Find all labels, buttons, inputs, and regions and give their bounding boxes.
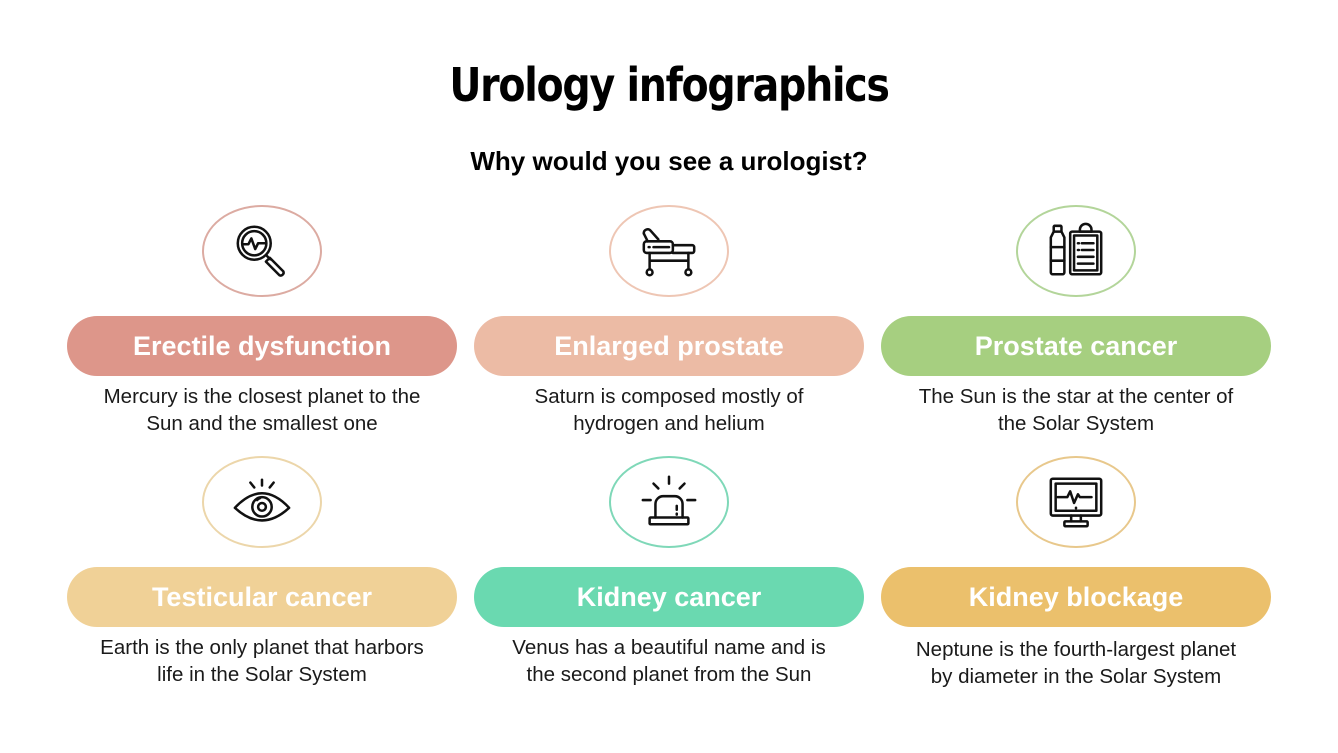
icon-frame [1016, 456, 1136, 548]
icon-frame [202, 456, 322, 548]
condition-label: Erectile dysfunction [67, 316, 457, 376]
condition-label: Prostate cancer [881, 316, 1271, 376]
condition-label: Kidney blockage [881, 567, 1271, 627]
condition-label: Testicular cancer [67, 567, 457, 627]
alarm-siren-icon [641, 475, 697, 526]
hospital-bed-icon [642, 228, 696, 277]
bottle-clipboard-icon [1049, 222, 1103, 276]
condition-description: Saturn is composed mostly of hydrogen an… [534, 385, 804, 435]
condition-label: Kidney cancer [474, 567, 864, 627]
condition-label: Enlarged prostate [474, 316, 864, 376]
condition-description: Mercury is the closest planet to the Sun… [103, 385, 421, 435]
icon-frame [609, 205, 729, 297]
heart-monitor-icon [1049, 477, 1103, 528]
condition-description: Earth is the only planet that harbors li… [100, 636, 424, 686]
icon-frame [202, 205, 322, 297]
condition-description: Venus has a beautiful name and is the se… [512, 636, 826, 686]
condition-description: The Sun is the star at the center of the… [918, 385, 1234, 435]
condition-description: Neptune is the fourth-largest planet by … [915, 638, 1237, 688]
icon-frame [1016, 205, 1136, 297]
page-subtitle: Why would you see a urologist? [470, 146, 868, 176]
magnifier-pulse-icon [236, 225, 285, 277]
eye-icon [233, 478, 291, 522]
icon-frame [609, 456, 729, 548]
page-title: Urology infographics [449, 58, 890, 112]
